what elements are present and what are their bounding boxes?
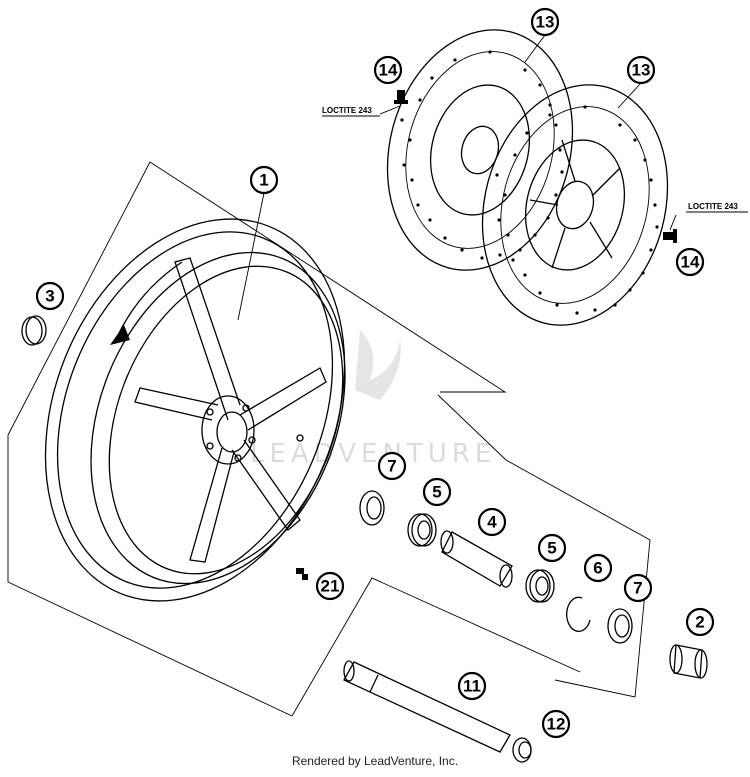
callout-7a: 7 [377,451,407,481]
callout-11: 11 [457,671,487,701]
callout-12: 12 [541,709,571,739]
leader-13b [617,82,642,109]
brake-disc-left [386,29,574,271]
callout-21: 21 [315,571,345,601]
spacer-3 [21,315,47,346]
loctite-label-left: LOCTITE 243 [322,106,380,117]
callout-5a: 5 [422,477,452,507]
spacer-2 [669,644,708,679]
axle-group-outline [291,577,581,717]
svg-text:4: 4 [487,513,497,532]
wheel-rim [44,218,346,602]
loctite-text-left: LOCTITE 243 [322,106,372,115]
distance-sleeve-4 [440,530,513,588]
leader-1 [237,192,265,321]
loctite-label-right: LOCTITE 243 [686,202,748,213]
circlip-6 [566,596,591,632]
callout-14b: 14 [675,247,705,277]
svg-text:21: 21 [321,577,340,596]
callout-3: 3 [35,281,65,311]
svg-text:1: 1 [259,171,268,190]
watermark-text: LEADVENTURE [250,439,496,469]
callout-5b: 5 [537,533,567,563]
rotation-arrow-icon [110,325,130,345]
svg-text:6: 6 [593,559,602,578]
disc-bolt-left [379,90,408,115]
loctite-text-right: LOCTITE 243 [688,202,738,211]
svg-text:5: 5 [547,539,556,558]
svg-text:3: 3 [45,287,54,306]
svg-text:12: 12 [547,715,566,734]
watermark: LEADVENTURE [250,330,496,469]
axle-nut-12 [512,737,532,763]
callout-1: 1 [249,165,279,195]
svg-text:13: 13 [632,61,651,80]
seal-7-right [607,608,633,644]
bearing-group-outline [437,394,651,698]
callout-4: 4 [477,507,507,537]
bearing-5-right [525,569,555,603]
wheel-group-outline [7,161,507,436]
callout-14a: 14 [373,55,403,85]
svg-text:14: 14 [681,253,700,272]
svg-text:11: 11 [463,677,481,696]
axle-11 [343,660,511,753]
svg-text:7: 7 [387,457,396,476]
wheel-group-outline-bottom [7,435,293,717]
footer-credit: Rendered by LeadVenture, Inc. [291,754,459,768]
callout-7b: 7 [623,573,653,603]
callout-13a: 13 [530,7,560,37]
bearing-5-left [407,513,437,547]
svg-text:14: 14 [379,61,398,80]
seal-7-left [359,490,385,526]
valve-21 [296,568,308,580]
svg-text:2: 2 [695,613,704,632]
leader-13a [524,34,546,63]
callout-6: 6 [583,553,613,583]
svg-text:7: 7 [633,579,642,598]
svg-text:13: 13 [536,13,555,32]
callout-2: 2 [685,607,715,637]
svg-text:5: 5 [432,483,441,502]
callout-13b: 13 [626,55,656,85]
brake-disc-right [481,84,669,326]
disc-bolt-right [663,214,677,243]
